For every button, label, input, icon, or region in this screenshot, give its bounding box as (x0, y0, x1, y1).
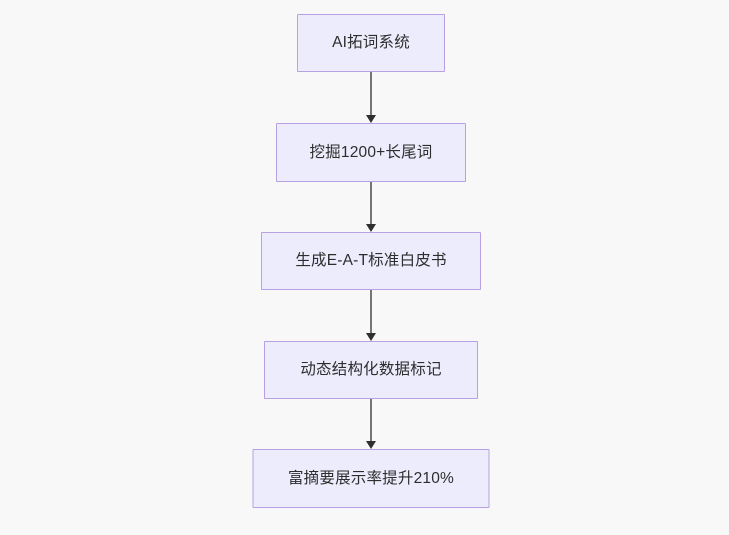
flow-node-structured-data-markup[interactable]: 动态结构化数据标记 (264, 341, 478, 399)
arrowhead-icon (366, 224, 376, 232)
arrowhead-icon (366, 115, 376, 123)
flow-node-eat-whitepaper[interactable]: 生成E-A-T标准白皮书 (261, 232, 481, 290)
arrowhead-icon (366, 333, 376, 341)
flow-node-rich-snippet-result[interactable]: 富摘要展示率提升210% (252, 449, 490, 508)
flow-edge-node3-node4 (363, 290, 379, 341)
flow-node-label: 富摘要展示率提升210% (287, 469, 455, 487)
flow-node-label: AI拓词系统 (332, 34, 410, 52)
edge-line (370, 399, 372, 441)
edge-line (370, 72, 372, 115)
edge-line (370, 290, 372, 333)
flow-edge-node1-node2 (363, 72, 379, 123)
flow-node-ai-keyword-system[interactable]: AI拓词系统 (297, 14, 445, 72)
flow-edge-node4-node5 (363, 399, 379, 449)
flow-node-label: 生成E-A-T标准白皮书 (295, 252, 447, 270)
arrowhead-icon (366, 441, 376, 449)
flow-edge-node2-node3 (363, 182, 379, 232)
flow-node-longtail-mining[interactable]: 挖掘1200+长尾词 (276, 123, 466, 182)
flow-node-label: 挖掘1200+长尾词 (309, 143, 433, 161)
flow-node-label: 动态结构化数据标记 (300, 361, 442, 379)
edge-line (370, 182, 372, 224)
